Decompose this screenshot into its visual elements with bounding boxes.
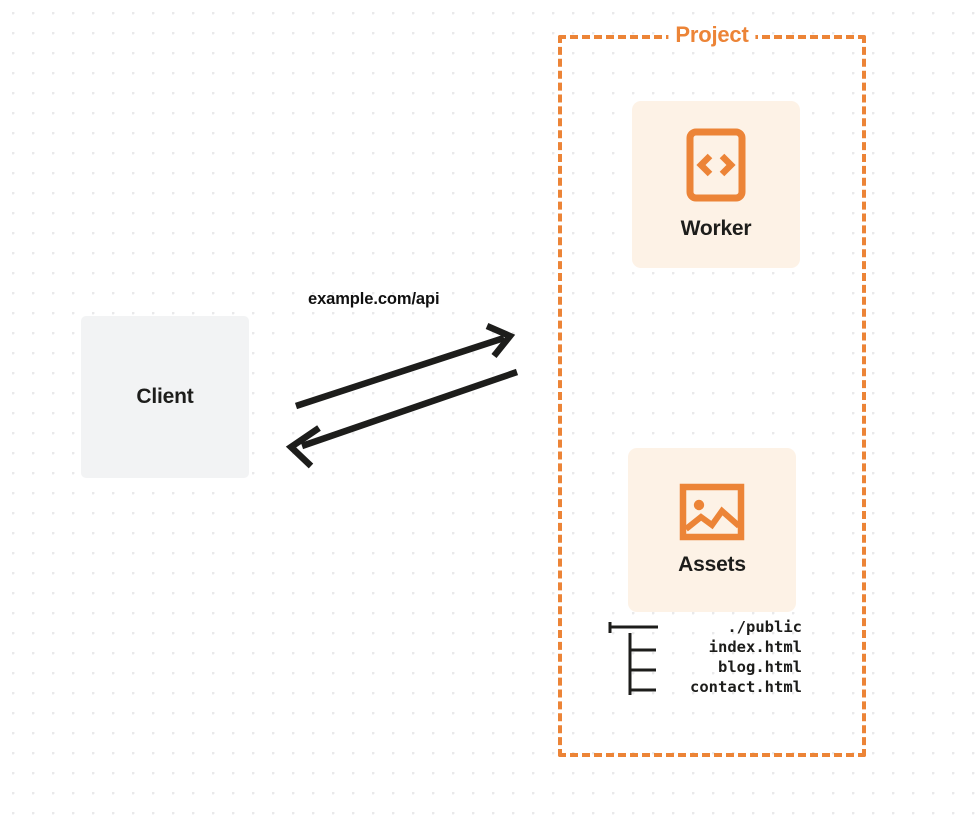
worker-card[interactable]: Worker [632,101,800,268]
assets-card[interactable]: Assets [628,448,796,612]
tree-file-name: blog.html [718,658,802,676]
tree-file-name: index.html [708,638,802,656]
tree-row-root: ./public [606,617,802,637]
tree-file-name: contact.html [690,678,802,696]
response-arrow-line [300,368,519,450]
tree-branch-glyph [608,622,658,695]
image-icon [679,483,745,541]
tree-row-file: index.html [606,637,802,657]
connector-label: example.com/api [308,290,440,308]
tree-row-file: contact.html [606,677,802,697]
code-brackets-icon [686,128,746,202]
request-arrow-line [294,334,506,410]
tree-row-file: blog.html [606,657,802,677]
project-container: Project [558,22,866,757]
assets-label: Assets [678,553,746,576]
request-arrow-head [485,323,516,359]
response-arrow-head [285,425,321,469]
client-label: Client [136,385,194,408]
worker-label: Worker [680,217,752,240]
project-title: Project [668,22,756,48]
tree-root-name: ./public [727,618,802,636]
client-node[interactable]: Client [81,316,249,478]
file-tree: ./public index.html blog.html contact.ht… [606,617,802,697]
